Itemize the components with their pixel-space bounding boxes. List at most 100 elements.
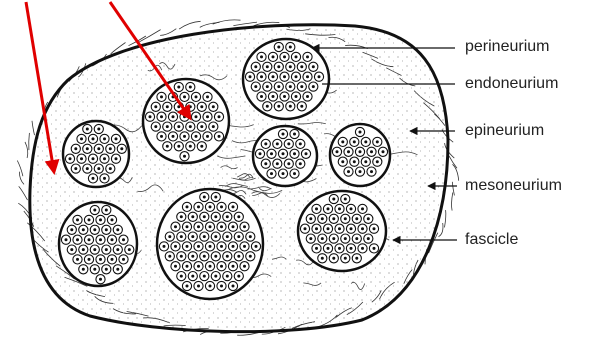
axon-core	[203, 235, 206, 238]
axon-core	[226, 235, 229, 238]
fuzz-fiber	[213, 20, 241, 24]
fuzz-fiber	[29, 133, 30, 150]
axon-core	[232, 245, 235, 248]
axon-core	[315, 207, 318, 210]
axon-core	[93, 209, 96, 212]
axon-core	[300, 105, 303, 108]
axon-core	[260, 95, 263, 98]
axon-core	[373, 227, 376, 230]
axon-core	[272, 95, 275, 98]
axon-core	[344, 257, 347, 260]
axon-core	[92, 157, 95, 160]
axon-core	[338, 227, 341, 230]
axon-core	[174, 225, 177, 228]
axon-core	[203, 215, 206, 218]
axon-core	[344, 198, 347, 201]
axon-core	[255, 245, 258, 248]
axon-core	[249, 235, 252, 238]
axon-core	[309, 237, 312, 240]
axon-core	[128, 248, 131, 251]
axon-core	[177, 86, 180, 89]
axon-core	[232, 225, 235, 228]
fuzz-fiber	[233, 22, 257, 26]
axon-core	[180, 255, 183, 258]
axon-core	[304, 227, 307, 230]
fuzz-fiber	[19, 186, 28, 200]
axon-core	[191, 215, 194, 218]
axon-core	[177, 125, 180, 128]
axon-core	[321, 217, 324, 220]
axon-core	[350, 227, 353, 230]
axon-core	[116, 228, 119, 231]
axon-core	[277, 85, 280, 88]
axon-core	[86, 147, 89, 150]
axon-core	[318, 75, 321, 78]
axon-core	[189, 145, 192, 148]
axon-core	[353, 160, 356, 163]
axon-core	[99, 258, 102, 261]
axon-core	[214, 235, 217, 238]
axon-core	[105, 228, 108, 231]
axon-core	[321, 257, 324, 260]
axon-core	[80, 137, 83, 140]
label-endoneurium: endoneurium	[465, 75, 558, 93]
axon-core	[80, 157, 83, 160]
axon-core	[168, 255, 171, 258]
axon-core	[373, 247, 376, 250]
axon-core	[183, 95, 186, 98]
axon-core	[76, 238, 79, 241]
axon-core	[212, 125, 215, 128]
axon-core	[220, 285, 223, 288]
axon-core	[220, 245, 223, 248]
axon-core	[361, 207, 364, 210]
axon-core	[88, 218, 91, 221]
axon-core	[350, 247, 353, 250]
axon-core	[299, 142, 302, 145]
axon-core	[237, 215, 240, 218]
axon-core	[220, 205, 223, 208]
axon-core	[367, 237, 370, 240]
axon-core	[122, 238, 125, 241]
axon-core	[203, 255, 206, 258]
axon-core	[382, 150, 385, 153]
axon-core	[295, 75, 298, 78]
axon-core	[154, 125, 157, 128]
axon-core	[277, 65, 280, 68]
axon-core	[214, 215, 217, 218]
axon-core	[99, 278, 102, 281]
axon-core	[172, 135, 175, 138]
axon-core	[226, 215, 229, 218]
axon-core	[283, 75, 286, 78]
axon-core	[359, 170, 362, 173]
axon-core	[272, 55, 275, 58]
fascicle	[298, 191, 386, 271]
axon-core	[154, 105, 157, 108]
axon-core	[264, 162, 267, 165]
axon-core	[93, 248, 96, 251]
axon-core	[277, 105, 280, 108]
axon-core	[355, 237, 358, 240]
axon-core	[364, 140, 367, 143]
axon-core	[347, 170, 350, 173]
axon-core	[195, 95, 198, 98]
axon-core	[243, 265, 246, 268]
axon-core	[327, 227, 330, 230]
axon-core	[197, 205, 200, 208]
axon-core	[282, 133, 285, 136]
axon-core	[186, 245, 189, 248]
axon-core	[293, 172, 296, 175]
axon-core	[74, 147, 77, 150]
axon-core	[111, 218, 114, 221]
fuzz-fiber	[449, 156, 457, 168]
axon-core	[109, 167, 112, 170]
axon-core	[260, 75, 263, 78]
axon-core	[347, 150, 350, 153]
axon-core	[332, 257, 335, 260]
axon-core	[293, 133, 296, 136]
axon-core	[122, 258, 125, 261]
axon-core	[174, 245, 177, 248]
axon-core	[111, 238, 114, 241]
axon-core	[86, 128, 89, 131]
axon-core	[226, 275, 229, 278]
axon-core	[359, 150, 362, 153]
